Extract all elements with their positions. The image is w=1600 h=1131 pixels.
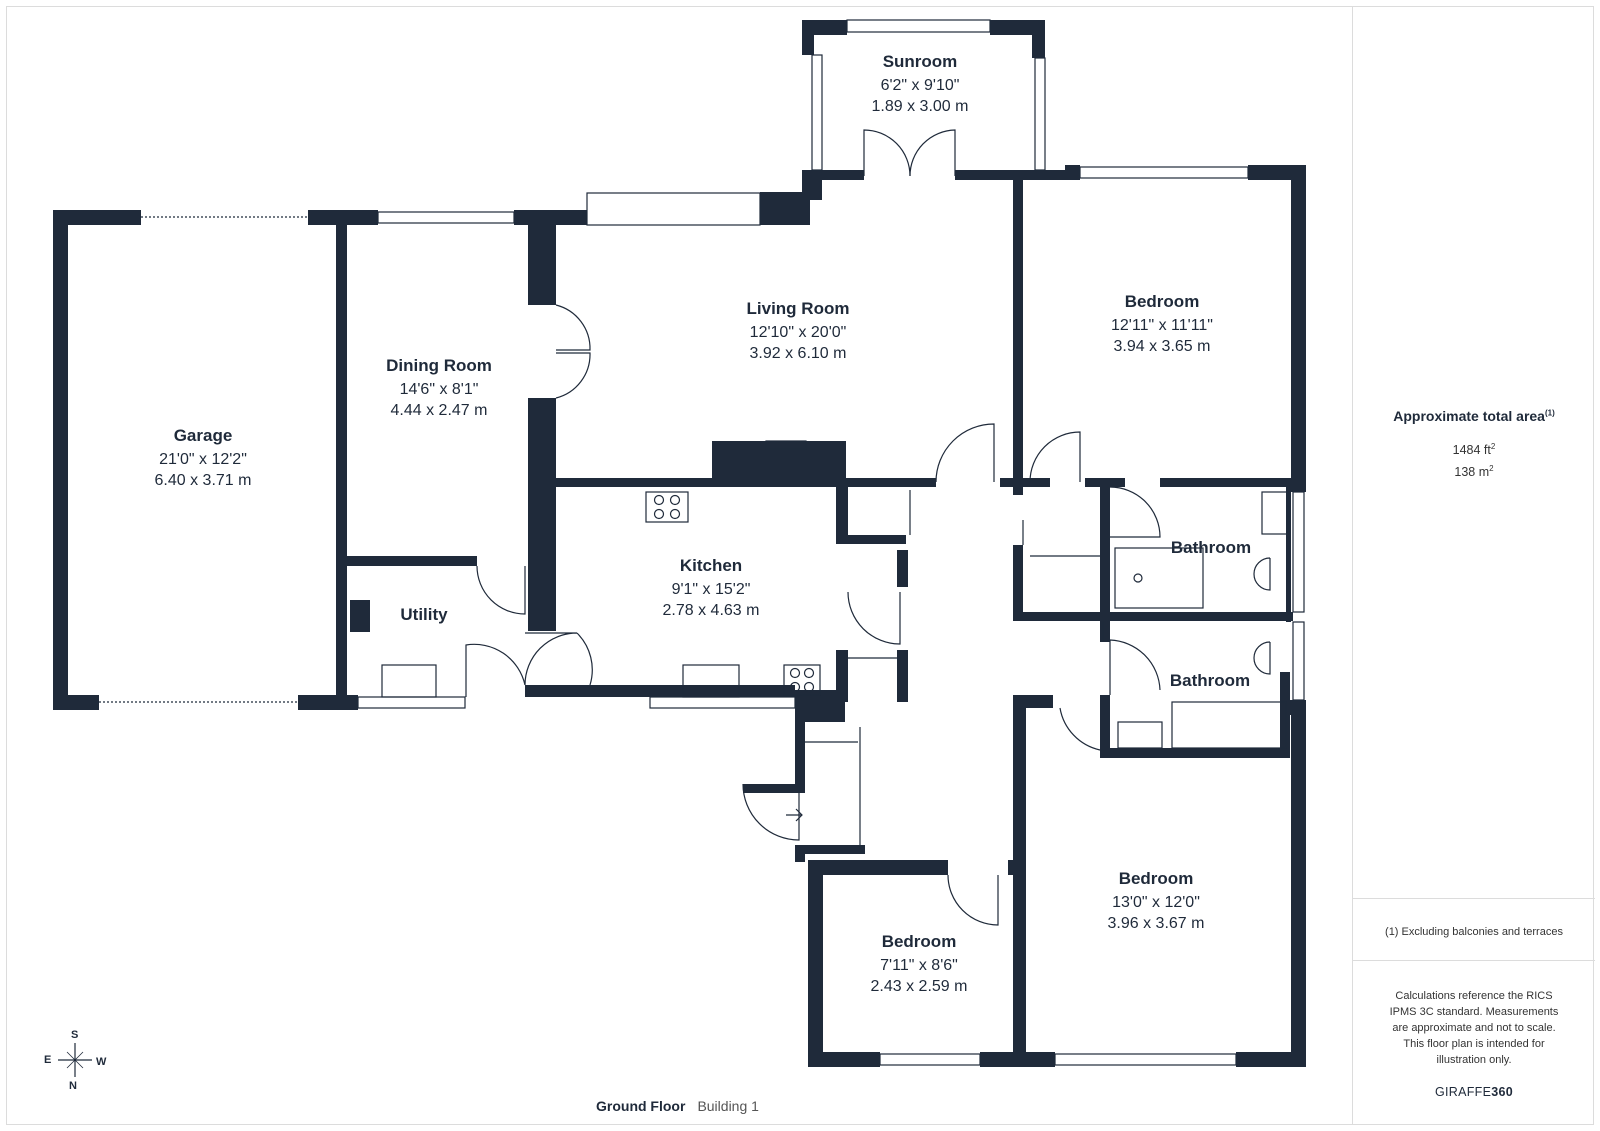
room-bedroom-3-imperial: 7'11" x 8'6": [880, 957, 958, 974]
room-labels: Sunroom 6'2" x 9'10" 1.89 x 3.00 m Livin…: [155, 52, 1252, 995]
divider: [1353, 960, 1595, 961]
summary-panel: Approximate total area(1) 1484 ft2 138 m…: [1352, 6, 1595, 1125]
calculations-note: Calculations reference the RICS IPMS 3C …: [1389, 990, 1559, 1066]
room-bedroom-2-name: Bedroom: [1119, 869, 1194, 888]
room-kitchen-name: Kitchen: [680, 556, 742, 575]
room-bedroom-3-name: Bedroom: [882, 932, 957, 951]
room-garage-imperial: 21'0" x 12'2": [159, 451, 247, 468]
area-ft-value: 1484 ft: [1452, 443, 1491, 458]
room-dining-metric: 4.44 x 2.47 m: [391, 402, 488, 419]
area-title-text: Approximate total area: [1393, 408, 1545, 424]
room-garage-name: Garage: [174, 426, 233, 445]
room-living-imperial: 12'10" x 20'0": [750, 324, 847, 341]
compass: S E W N: [40, 1025, 110, 1095]
room-bedroom-1-imperial: 12'11" x 11'11": [1111, 317, 1213, 334]
brand-logo: GIRAFFE360: [1353, 1085, 1595, 1099]
compass-rose-icon: [58, 1043, 92, 1077]
area-title: Approximate total area(1): [1353, 408, 1595, 424]
room-dining-name: Dining Room: [386, 356, 492, 375]
room-dining-imperial: 14'6" x 8'1": [400, 381, 479, 398]
compass-n: N: [69, 1080, 77, 1092]
room-bedroom-1-metric: 3.94 x 3.65 m: [1114, 338, 1211, 355]
room-bathroom-1-name: Bathroom: [1171, 538, 1251, 557]
room-kitchen-imperial: 9'1" x 15'2": [672, 581, 751, 598]
area-ft-unit: 2: [1490, 442, 1496, 451]
floor-caption: Ground Floor Building 1: [596, 1098, 759, 1114]
room-living-name: Living Room: [747, 299, 850, 318]
compass-s: S: [71, 1029, 79, 1041]
area-title-note: (1): [1544, 408, 1555, 418]
room-living-metric: 3.92 x 6.10 m: [750, 345, 847, 362]
footnote: (1) Excluding balconies and terraces: [1385, 926, 1563, 938]
walls: [53, 20, 1306, 1067]
compass-e: E: [44, 1054, 52, 1066]
area-ft: 1484 ft2: [1353, 442, 1595, 457]
room-bathroom-2-name: Bathroom: [1170, 671, 1250, 690]
brand-suffix: 360: [1491, 1085, 1514, 1099]
windows-and-fixtures: [99, 19, 1305, 1066]
brand-name: GIRAFFE: [1434, 1085, 1492, 1099]
room-bedroom-3-metric: 2.43 x 2.59 m: [871, 978, 968, 995]
compass-w: W: [96, 1056, 107, 1068]
room-bedroom-2-metric: 3.96 x 3.67 m: [1108, 915, 1205, 932]
room-bedroom-2-imperial: 13'0" x 12'0": [1112, 894, 1200, 911]
area-m-unit: 2: [1489, 464, 1494, 473]
room-sunroom-name: Sunroom: [883, 52, 958, 71]
room-bedroom-1-name: Bedroom: [1125, 292, 1200, 311]
room-kitchen-metric: 2.78 x 4.63 m: [663, 602, 760, 619]
area-m-value: 138 m: [1454, 465, 1490, 480]
area-m: 138 m2: [1353, 464, 1595, 479]
building-label: Building 1: [697, 1098, 759, 1114]
floor-label: Ground Floor: [596, 1098, 686, 1114]
room-utility-name: Utility: [400, 605, 448, 624]
room-sunroom-metric: 1.89 x 3.00 m: [872, 98, 969, 115]
room-garage-metric: 6.40 x 3.71 m: [155, 472, 252, 489]
room-sunroom-imperial: 6'2" x 9'10": [881, 77, 960, 94]
divider: [1353, 898, 1595, 899]
